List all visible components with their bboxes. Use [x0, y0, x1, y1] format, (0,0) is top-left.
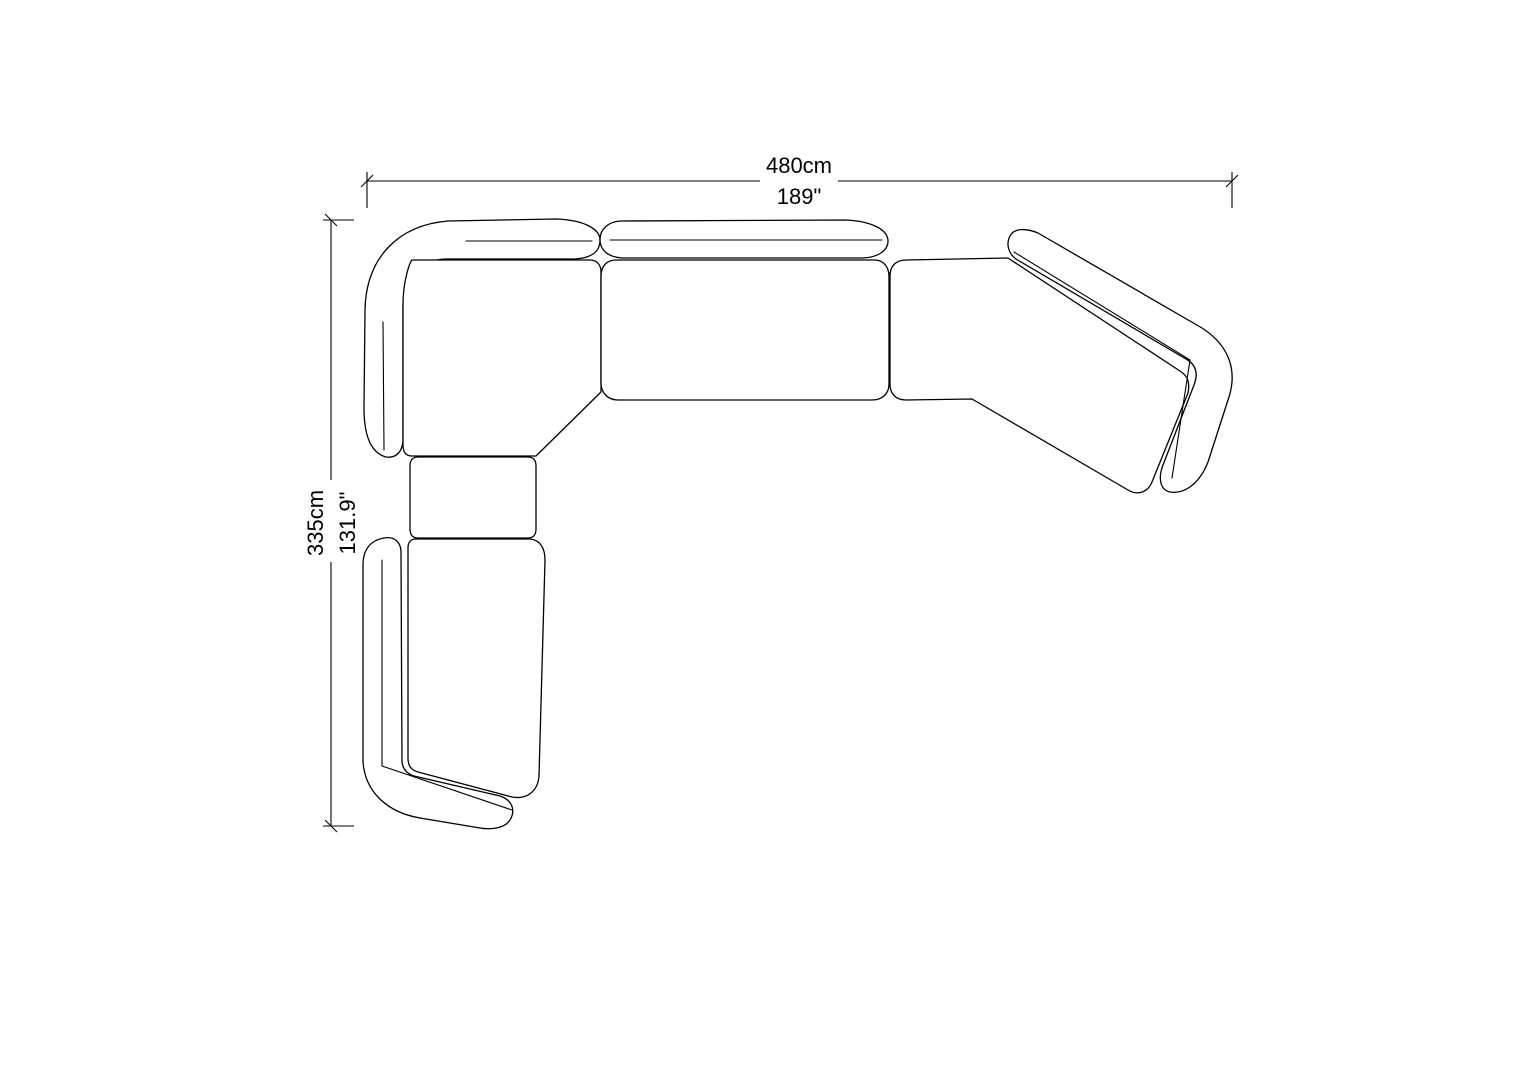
corner-backrest-seam-vertical: [382, 321, 385, 451]
angled-right-backrest-cushion: [1007, 228, 1233, 493]
width-label-backdrop: [760, 160, 838, 210]
chaise-seat: [407, 538, 546, 799]
width-metric-label: 480cm: [766, 153, 832, 178]
chaise-backrest: [362, 536, 514, 830]
corner-seat: [402, 259, 602, 457]
width-imperial-label: 189": [777, 184, 822, 209]
width-tick-left: [360, 174, 374, 188]
middle-seat: [600, 259, 890, 401]
depth-tick-bottom: [324, 819, 338, 833]
depth-metric-label: 335cm: [303, 490, 328, 556]
depth-label-backdrop: [302, 480, 360, 562]
width-dimension: 480cm 189": [360, 153, 1239, 210]
middle-backrest-cushion: [599, 219, 889, 259]
width-tick-right: [1225, 174, 1239, 188]
chaise-backrest-seam-diagonal: [381, 765, 513, 811]
angled-right-seat: [889, 257, 1190, 494]
depth-imperial-label: 131.9": [335, 492, 360, 555]
angled-backrest-seam-long: [1013, 251, 1191, 361]
chaise-backrest-cushion: [362, 536, 514, 830]
depth-tick-top: [324, 213, 338, 227]
connector-ottoman: [409, 456, 537, 539]
depth-dimension: 335cm 131.9": [302, 213, 360, 833]
angled-backrest-seam-short: [1171, 359, 1191, 479]
angled-right-backrest: [1007, 228, 1233, 493]
